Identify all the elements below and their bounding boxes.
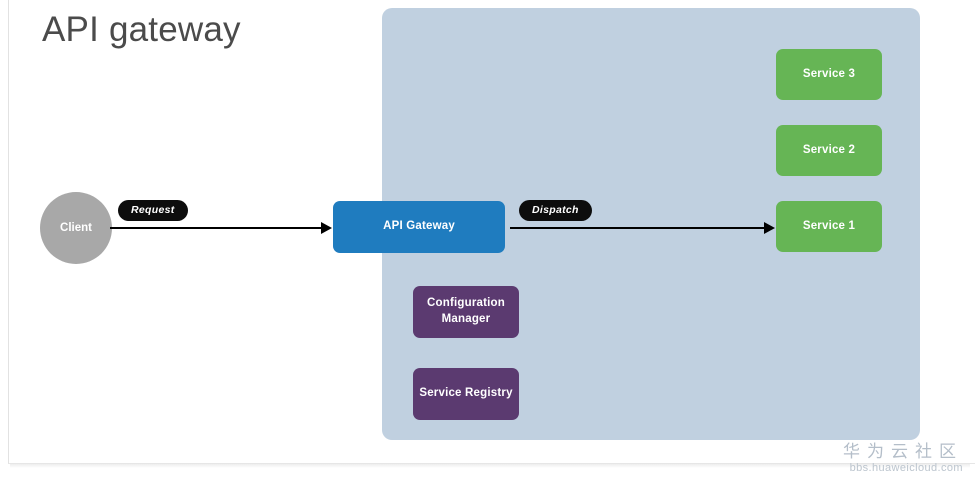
watermark-url: bbs.huaweicloud.com (849, 462, 963, 474)
node-configuration-manager-label-line-1: Configuration (427, 297, 505, 310)
node-service-1[interactable]: Service 1 (776, 201, 882, 252)
edge-label-dispatch: Dispatch (519, 200, 592, 221)
slide-card-shadow (10, 464, 970, 468)
node-service-1-label: Service 1 (802, 219, 856, 232)
node-service-3-label: Service 3 (802, 67, 856, 80)
node-service-2[interactable]: Service 2 (776, 125, 882, 176)
node-service-registry[interactable]: Service Registry (413, 368, 519, 420)
node-configuration-manager-label-line-2: Manager (441, 313, 491, 325)
node-service-3[interactable]: Service 3 (776, 49, 882, 100)
node-client-label: Client (60, 222, 92, 234)
node-configuration-manager[interactable]: Configuration Manager (413, 286, 519, 338)
edge-gateway-to-service1-arrowhead (764, 222, 775, 234)
page-title: API gateway (42, 10, 241, 49)
edge-label-request: Request (118, 200, 188, 221)
watermark-brand: 华为云社区 (843, 441, 963, 461)
node-api-gateway-label: API Gateway (383, 220, 455, 233)
edge-gateway-to-service1-line (510, 227, 765, 229)
edge-client-to-gateway-arrowhead (321, 222, 332, 234)
node-service-registry-label: Service Registry (419, 387, 513, 400)
node-api-gateway[interactable]: API Gateway (333, 201, 505, 253)
node-service-2-label: Service 2 (802, 143, 856, 156)
edge-client-to-gateway-line (110, 227, 322, 229)
watermark: 华为云社区 bbs.huaweicloud.com (843, 441, 963, 474)
node-client[interactable]: Client (40, 192, 112, 264)
